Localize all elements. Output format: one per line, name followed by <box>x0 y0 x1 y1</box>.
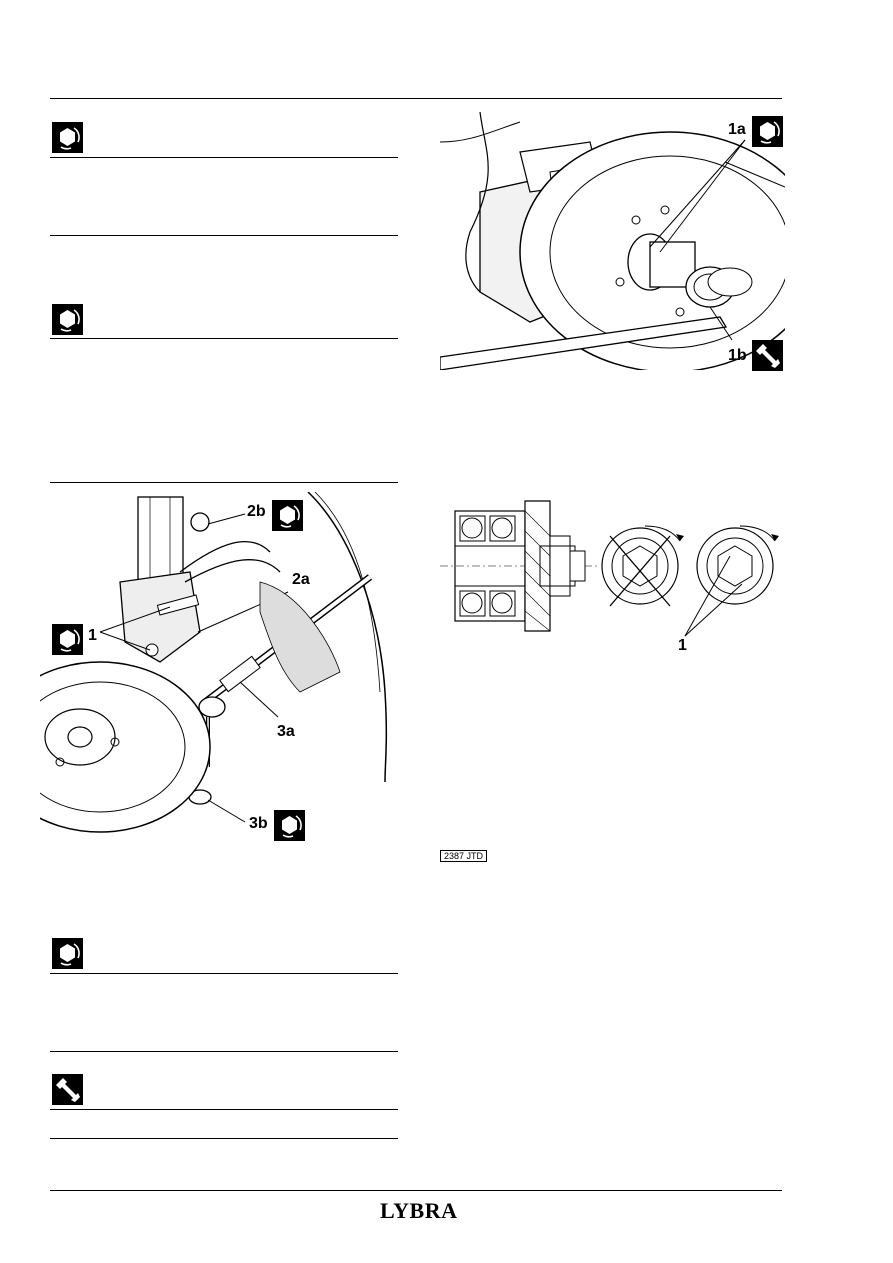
section-rule <box>50 973 398 974</box>
section-rule <box>50 1138 398 1139</box>
tighten-torque-icon <box>272 500 303 531</box>
figure-code: 2387 JTD <box>440 850 488 862</box>
callout-2b: 2b <box>247 503 266 520</box>
wrench-icon <box>752 340 783 371</box>
callout-3b: 3b <box>249 815 268 832</box>
section-rule <box>50 157 398 158</box>
tighten-torque-icon <box>752 116 783 147</box>
hub-nut-figure <box>440 112 785 370</box>
suspension-figure <box>40 492 400 847</box>
tighten-torque-icon <box>52 624 83 655</box>
tighten-torque-icon <box>52 122 83 153</box>
footer-rule <box>50 1190 782 1191</box>
section-rule <box>50 482 398 483</box>
section-rule <box>50 338 398 339</box>
callout-1b: 1b <box>728 347 747 364</box>
header-rule <box>50 98 782 99</box>
cross-section-figure <box>440 496 785 656</box>
tighten-torque-icon <box>52 304 83 335</box>
section-rule <box>50 1051 398 1052</box>
callout-1-section: 1 <box>678 637 687 654</box>
callout-1: 1 <box>88 627 97 644</box>
wrench-icon <box>52 1074 83 1105</box>
callout-2a: 2a <box>292 571 310 588</box>
tighten-torque-icon <box>52 938 83 969</box>
callout-3a: 3a <box>277 723 295 740</box>
tighten-torque-icon <box>274 810 305 841</box>
section-rule <box>50 235 398 236</box>
brand-logo: LYBRA <box>380 1198 458 1223</box>
section-rule <box>50 1109 398 1110</box>
callout-1a: 1a <box>728 121 746 138</box>
